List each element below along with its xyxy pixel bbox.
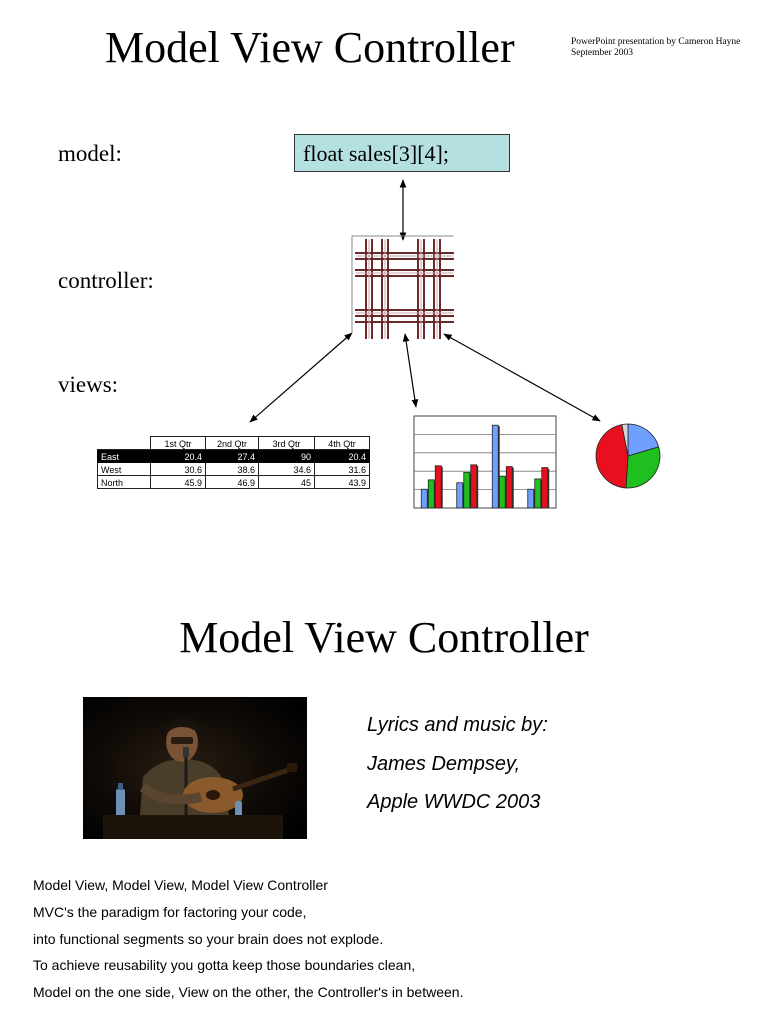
- bar: [534, 478, 542, 509]
- column-header: 4th Qtr: [314, 436, 370, 450]
- column-header: 2nd Qtr: [205, 436, 259, 450]
- arrow-controller-table: [249, 332, 353, 423]
- performer-with-guitar-photo: [83, 697, 307, 839]
- bar: [427, 479, 435, 509]
- table-cell: 27.4: [205, 449, 259, 463]
- row-label: East: [97, 449, 151, 463]
- bar: [505, 466, 513, 509]
- slide1-title: Model View Controller: [105, 23, 515, 72]
- bar: [420, 488, 428, 509]
- bar-shadow: [476, 465, 479, 508]
- table-cell: 20.4: [314, 449, 370, 463]
- table-cell: 46.9: [205, 475, 259, 489]
- row-label: West: [97, 462, 151, 476]
- mvc-diagram-connectors: [249, 179, 601, 423]
- presentation-credit: PowerPoint presentation by Cameron Hayne…: [571, 37, 740, 59]
- table-cell: 45: [258, 475, 315, 489]
- spreadsheet-view: 1st Qtr 2nd Qtr 3rd Qtr 4th Qtr East 20.…: [97, 436, 370, 489]
- row-label: North: [97, 475, 151, 489]
- table-cell: 90: [258, 449, 315, 463]
- table-row: East 20.4 27.4 90 20.4: [97, 449, 370, 463]
- table-cell: 31.6: [314, 462, 370, 476]
- bar: [463, 472, 471, 509]
- song-credit-line: James Dempsey,: [367, 752, 521, 775]
- bar-chart-bars: [420, 424, 550, 509]
- label-views: views:: [58, 372, 119, 397]
- pie-chart-view: [595, 423, 661, 489]
- pie-slice: [627, 423, 660, 457]
- pie-slice: [595, 424, 629, 489]
- label-model: model:: [58, 141, 122, 166]
- column-header: 3rd Qtr: [258, 436, 315, 450]
- song-credit: Lyrics and music by: James Dempsey, Appl…: [367, 706, 548, 822]
- bar: [491, 424, 499, 509]
- table-row: West 30.6 38.6 34.6 31.6: [97, 462, 370, 476]
- table-cell: 38.6: [205, 462, 259, 476]
- bar-shadow: [512, 467, 514, 508]
- bar: [527, 488, 535, 509]
- bar: [434, 465, 442, 509]
- lyric-line: Model on the one side, View on the other…: [33, 984, 464, 1001]
- lattice-grid-icon: [351, 235, 454, 339]
- song-lyrics: Model View, Model View, Model View Contr…: [33, 872, 463, 1006]
- table-cell: 20.4: [150, 449, 206, 463]
- model-code-box: float sales[3][4];: [294, 134, 510, 172]
- arrow-controller-barchart: [402, 333, 419, 408]
- song-credit-line: Lyrics and music by:: [367, 714, 548, 736]
- pie-slice: [621, 423, 629, 457]
- table-corner-cell: [97, 436, 151, 450]
- arrow-controller-piechart: [443, 333, 601, 422]
- bar-shadow: [441, 466, 443, 508]
- bar: [470, 464, 478, 509]
- table-cell: 30.6: [150, 462, 206, 476]
- credit-line-author: PowerPoint presentation by Cameron Hayne: [571, 37, 741, 47]
- pie-slice: [625, 446, 661, 489]
- slide2-title: Model View Controller: [179, 613, 589, 662]
- bar-chart-view: [413, 415, 557, 509]
- bar: [498, 475, 506, 509]
- lyric-line: MVC's the paradigm for factoring your co…: [33, 903, 307, 920]
- song-credit-line: Apple WWDC 2003: [367, 791, 541, 813]
- label-controller: controller:: [58, 268, 154, 293]
- table-cell: 43.9: [314, 475, 370, 489]
- credit-line-date: September 2003: [571, 48, 634, 58]
- lyric-line: into functional segments so your brain d…: [33, 930, 384, 947]
- table-row: North 45.9 46.9 45 43.9: [97, 475, 370, 489]
- pie-chart-slices: [595, 423, 661, 489]
- table-cell: 34.6: [258, 462, 315, 476]
- bar: [456, 482, 464, 509]
- table-header-row: 1st Qtr 2nd Qtr 3rd Qtr 4th Qtr: [97, 436, 370, 450]
- bar-shadow: [498, 426, 500, 508]
- lyric-line: To achieve reusability you gotta keep th…: [33, 957, 416, 974]
- column-header: 1st Qtr: [150, 436, 206, 450]
- lyric-line: Model View, Model View, Model View Contr…: [33, 877, 328, 893]
- table-cell: 45.9: [150, 475, 206, 489]
- bar-shadow: [547, 468, 550, 508]
- bar: [541, 467, 549, 509]
